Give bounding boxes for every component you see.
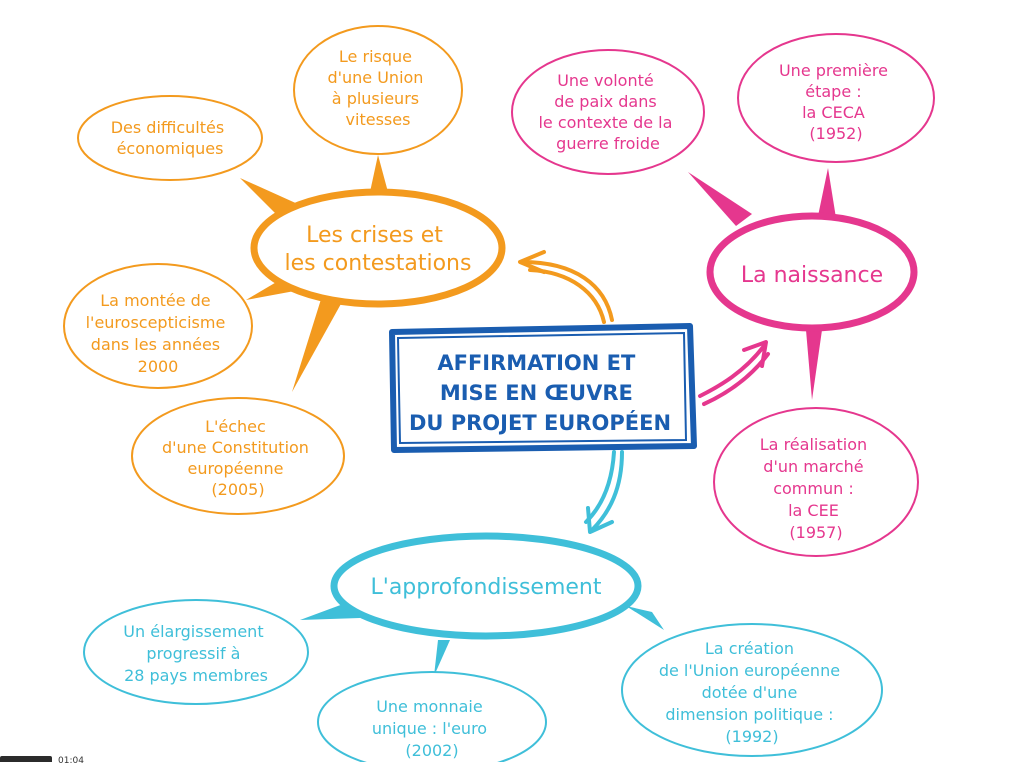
connector-crises-risque	[370, 155, 388, 192]
hub-crises	[250, 188, 506, 308]
connector-naissance-ceca	[818, 168, 836, 218]
leaf-text: dotée d'une	[702, 683, 798, 702]
leaf-text: commun :	[773, 479, 854, 498]
leaf-constitution	[131, 397, 345, 515]
leaf-text: (2002)	[405, 741, 458, 760]
leaf-text: l'euroscepticisme	[86, 313, 226, 332]
leaf-text: d'une Union	[327, 68, 423, 87]
leaf-text: dans les années	[91, 335, 220, 354]
leaf-text: La réalisation	[760, 435, 867, 454]
svg-text:Le risque d'une Union: Le risque d'une Union à plusieurs vitess…	[327, 47, 428, 129]
svg-text:La naissance: La naissance	[741, 263, 883, 288]
leaf-text: Des difficultés	[111, 118, 225, 137]
connector-appro-euro	[434, 640, 450, 676]
hub-crises-line: Les crises et	[306, 223, 443, 248]
svg-text:Une première étape :: Une première étape : la CECA (1952)	[779, 61, 893, 143]
leaf-text: (2005)	[211, 480, 264, 499]
leaf-text: d'un marché	[763, 457, 863, 476]
leaf-text: d'une Constitution	[162, 438, 309, 457]
leaf-text: économiques	[117, 139, 224, 158]
center-title-line: DU PROJET EUROPÉEN	[409, 410, 671, 435]
leaf-ue	[621, 623, 883, 757]
svg-text:AFFIRMATION ET MISE EN Œ: AFFIRMATION ET MISE EN ŒUVRE DU PROJET E…	[409, 351, 671, 435]
leaf-text: vitesses	[346, 110, 411, 129]
center-title-line: MISE EN ŒUVRE	[440, 381, 633, 405]
leaf-difficultes	[77, 95, 263, 181]
leaf-text: la CECA	[802, 103, 865, 122]
center-title-line: AFFIRMATION ET	[437, 351, 636, 375]
hub-approfondissement-line: L'approfondissement	[371, 575, 602, 600]
video-timestamp: 01:04	[58, 756, 84, 766]
leaf-text: Un élargissement	[123, 622, 263, 641]
svg-text:Un élargissement progres: Un élargissement progressif à 28 pays me…	[123, 622, 268, 685]
leaf-text: de l'Union européenne	[659, 661, 840, 680]
arrow-to-crises	[518, 250, 614, 324]
leaf-text: guerre froide	[556, 134, 660, 153]
leaf-text: étape :	[805, 82, 861, 101]
connector-appro-ue	[626, 606, 664, 630]
svg-text:Une volonté de paix dans: Une volonté de paix dans le contexte de …	[538, 71, 677, 153]
svg-text:Des difficultés économiq: Des difficultés économiques	[111, 118, 230, 158]
svg-text:La montée de l'euroscept: La montée de l'euroscepticisme dans les …	[86, 291, 231, 376]
arrows	[518, 250, 770, 534]
leaf-text: L'échec	[205, 417, 266, 436]
leaf-text: progressif à	[146, 644, 240, 663]
hub-naissance-line: La naissance	[741, 263, 883, 288]
leaf-text: européenne	[187, 459, 283, 478]
svg-text:Une monnaie unique : l'e: Une monnaie unique : l'euro (2002)	[372, 697, 492, 760]
branch-crises: Les crises et les contestations Des diff…	[63, 25, 506, 515]
leaf-text: (1952)	[809, 124, 862, 143]
leaf-text: Le risque	[339, 47, 412, 66]
leaf-text: à plusieurs	[332, 89, 419, 108]
hub-crises-line: les contestations	[285, 251, 472, 276]
arrow-to-approfondissement	[584, 450, 624, 534]
svg-text:La réalisation d'un marc: La réalisation d'un marché commun : la C…	[760, 435, 872, 542]
video-progress-bar[interactable]	[0, 756, 52, 762]
hub-approfondissement	[330, 532, 642, 640]
leaf-text: Une volonté	[557, 71, 654, 90]
leaf-text: 2000	[138, 357, 179, 376]
leaf-elargissement	[83, 599, 309, 705]
leaf-text: le contexte de la	[538, 113, 672, 132]
center-frame	[389, 323, 697, 453]
arrow-to-naissance	[698, 340, 770, 406]
svg-text:L'approfondissement: L'approfondissement	[371, 575, 602, 600]
leaf-euroscepticisme	[63, 263, 253, 389]
leaf-risque	[293, 25, 463, 155]
leaf-text: La création	[705, 639, 794, 658]
connector-naissance-cee	[806, 330, 822, 400]
hub-naissance	[706, 212, 918, 332]
branch-naissance: La naissance Une volonté de paix dans le…	[511, 33, 935, 557]
connector-crises-constitution	[292, 296, 342, 392]
center-frame-sketch	[396, 331, 688, 445]
leaf-text: (1957)	[789, 523, 842, 542]
leaf-text: dimension politique :	[665, 705, 833, 724]
leaf-paix	[511, 49, 705, 175]
svg-text:La création de l'Union e: La création de l'Union européenne dotée …	[659, 639, 845, 746]
leaf-text: Une première	[779, 61, 888, 80]
leaf-cee	[713, 407, 919, 557]
center-node: AFFIRMATION ET MISE EN ŒUVRE DU PROJET E…	[389, 323, 697, 453]
leaf-euro	[317, 671, 547, 762]
leaf-text: de paix dans	[554, 92, 656, 111]
svg-text:L'échec d'une Constituti: L'échec d'une Constitution européenne (2…	[162, 417, 314, 499]
leaf-text: La montée de	[100, 291, 210, 310]
connector-naissance-paix	[688, 172, 752, 226]
branch-approfondissement: L'approfondissement Un élargissement pro…	[83, 532, 883, 762]
leaf-text: (1992)	[725, 727, 778, 746]
leaf-text: la CEE	[788, 501, 839, 520]
leaf-ceca	[737, 33, 935, 163]
svg-text:Les crises et les contes: Les crises et les contestations	[285, 223, 472, 276]
leaf-text: unique : l'euro	[372, 719, 487, 738]
leaf-text: Une monnaie	[376, 697, 483, 716]
leaf-text: 28 pays membres	[124, 666, 268, 685]
